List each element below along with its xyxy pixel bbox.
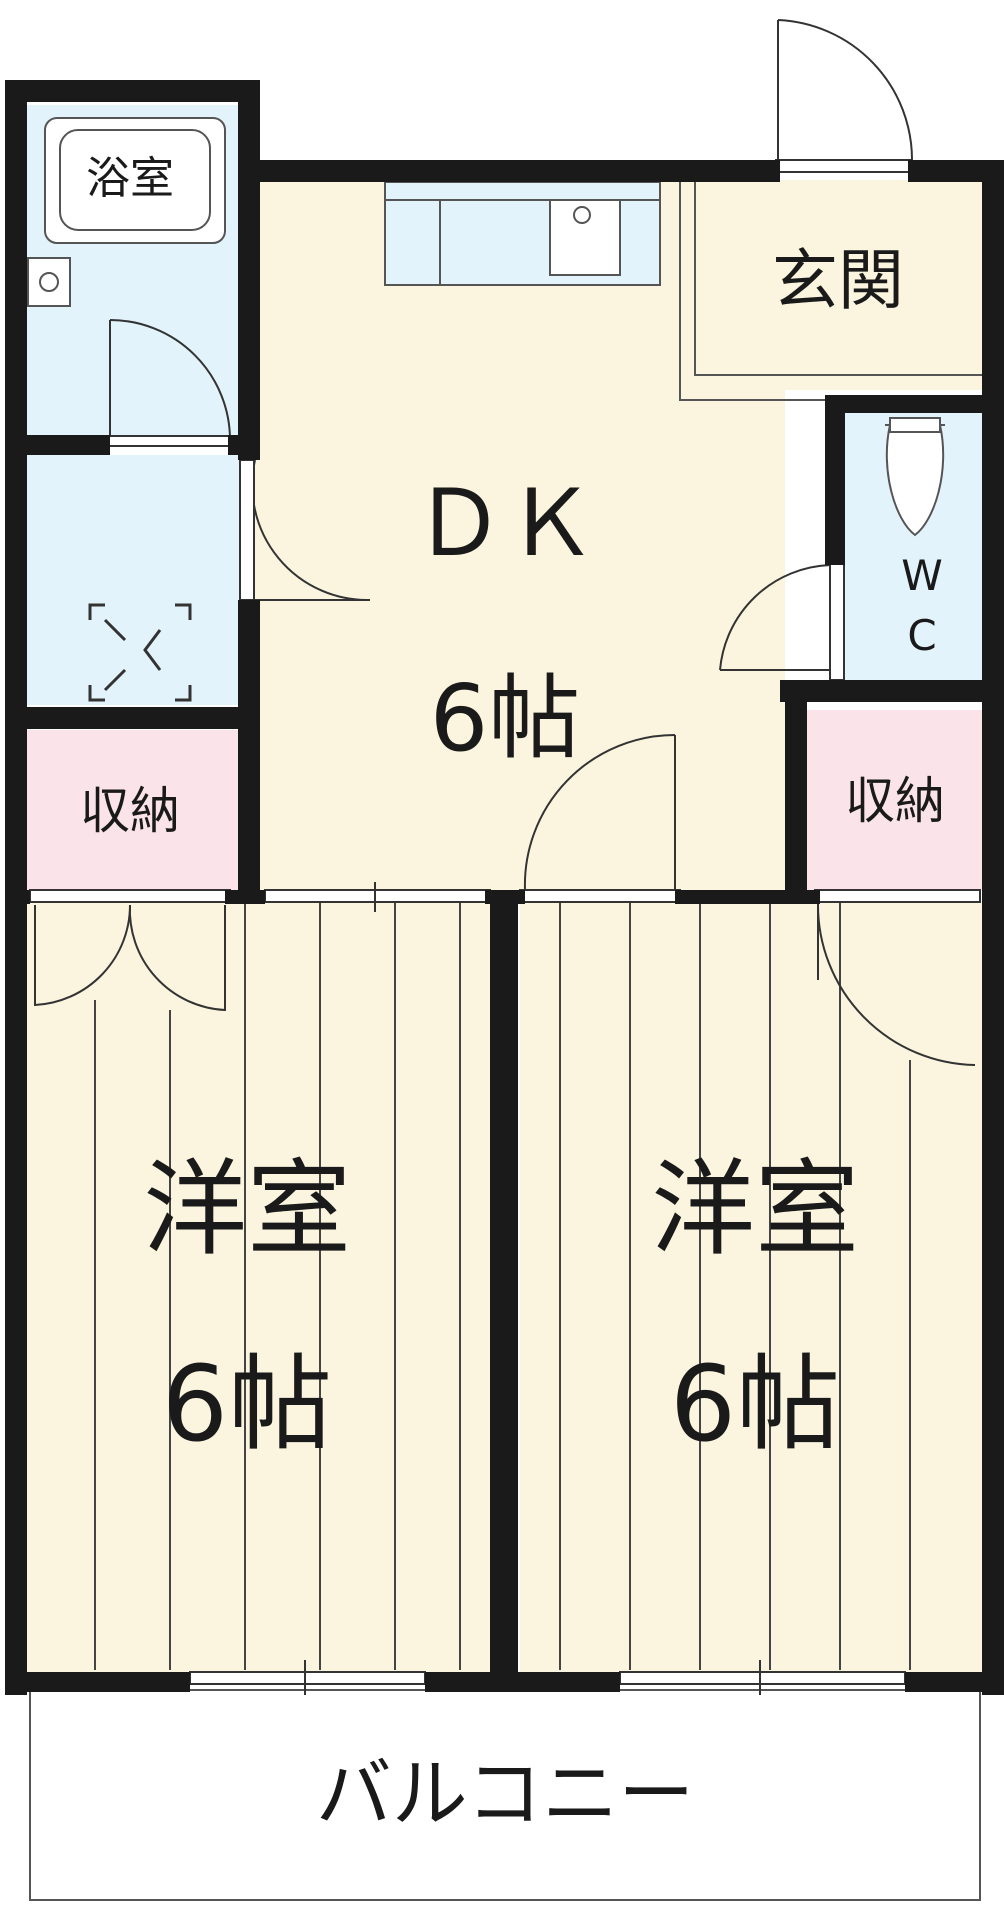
wc-label-w: W bbox=[901, 551, 943, 600]
western-right-floor bbox=[520, 900, 985, 1675]
western-left-floor bbox=[25, 900, 490, 1675]
western-right-size-label: 6帖 bbox=[670, 1343, 840, 1465]
flooring-lines-left bbox=[94, 900, 461, 1670]
western-left-name-label: 洋室 bbox=[143, 1148, 351, 1270]
wash-basin-icon bbox=[27, 257, 71, 307]
wc-label-c: C bbox=[907, 611, 936, 660]
balcony-floor bbox=[29, 1689, 981, 1901]
bathtub-icon bbox=[44, 117, 226, 244]
entrance-label: 玄関 bbox=[772, 242, 904, 319]
entrance-floor bbox=[690, 180, 985, 390]
dk-size-label: 6帖 bbox=[430, 665, 581, 772]
balcony-label: バルコニー bbox=[316, 1749, 694, 1838]
washing-machine-space-icon bbox=[88, 603, 192, 702]
kitchen-sink-icon bbox=[549, 199, 621, 276]
western-left-size-label: 6帖 bbox=[162, 1343, 332, 1465]
bathroom-label: 浴室 bbox=[86, 153, 174, 204]
storage-left-label: 収納 bbox=[80, 782, 180, 840]
flooring-lines-right bbox=[559, 900, 911, 1670]
entrance-step-line bbox=[694, 182, 985, 376]
toilet-icon bbox=[885, 417, 945, 537]
walls bbox=[5, 80, 1004, 1695]
western-right-name-label: 洋室 bbox=[651, 1148, 859, 1270]
storage-left-floor bbox=[25, 730, 240, 890]
washroom-floor bbox=[25, 455, 240, 705]
storage-right-floor bbox=[805, 710, 985, 890]
storage-right-label: 収納 bbox=[845, 772, 945, 830]
dk-name-label: ＤＫ bbox=[413, 470, 597, 577]
